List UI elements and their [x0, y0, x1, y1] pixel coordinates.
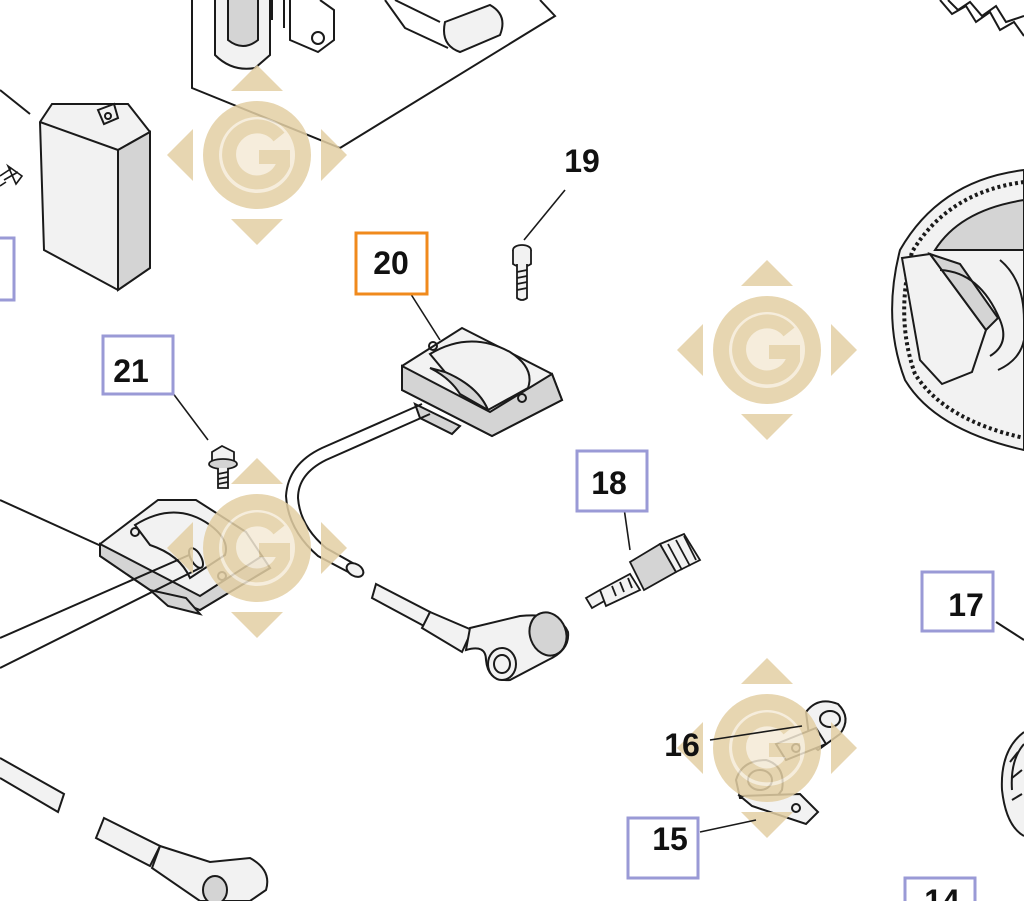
callout-14[interactable]: 14 — [903, 876, 977, 906]
callout-17-label: 17 — [948, 587, 984, 623]
top-right-fragment — [939, 0, 1024, 37]
callout-19[interactable]: 19 — [564, 143, 600, 179]
spark-plug-part — [584, 532, 702, 610]
watermark-logo-1 — [167, 65, 347, 245]
partial-label-box-left — [0, 236, 16, 302]
leader-lines — [171, 189, 803, 833]
callout-20-label: 20 — [373, 245, 409, 281]
flywheel-part — [891, 168, 1024, 641]
small-screw-left — [0, 163, 24, 187]
socket-screw-part — [512, 244, 532, 301]
callout-16-label: 16 — [664, 727, 700, 763]
callout-19-label: 19 — [564, 143, 600, 179]
callout-21-label: 21 — [113, 353, 149, 389]
top-panel-assembly — [191, 0, 557, 150]
callout-21[interactable]: 21 — [101, 334, 175, 396]
callout-15[interactable]: 15 — [626, 816, 700, 880]
callout-14-label: 14 — [924, 883, 960, 901]
ignition-module-box — [0, 89, 151, 292]
flange-bolt-part — [208, 444, 238, 489]
watermark-logo-2 — [677, 260, 857, 440]
bottom-left-lead — [0, 757, 269, 905]
callout-20[interactable]: 20 — [354, 231, 429, 296]
bottom-right-fragment — [1000, 731, 1024, 837]
callout-15-label: 15 — [652, 821, 688, 857]
ignition-coil-part — [401, 326, 564, 438]
ignition-lead-boot — [370, 582, 570, 682]
callout-16[interactable]: 16 — [664, 727, 700, 763]
callout-18-label: 18 — [591, 465, 627, 501]
callout-17[interactable]: 17 — [920, 570, 995, 633]
callout-18[interactable]: 18 — [575, 449, 649, 513]
